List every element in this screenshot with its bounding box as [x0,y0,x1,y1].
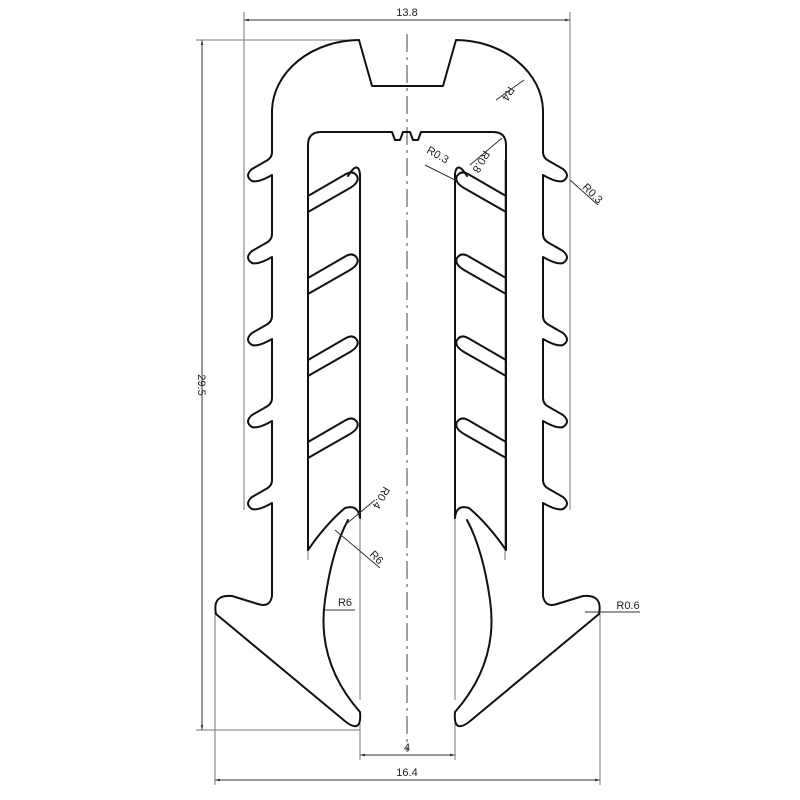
dim-leg-gap: 4 [404,742,410,754]
dimension-labels: 13.8 29.5 4 16.4 R4 R0.8 R0.3 R0.3 R0.4 … [195,7,640,779]
dim-leg-tip-radius: R0.4 [370,484,392,510]
dim-inner-rib-radius: R0.3 [424,144,450,166]
dim-top-width: 13.8 [396,7,417,19]
extension-lines [196,12,601,785]
dim-bottom-width: 16.4 [396,767,417,779]
dim-overall-height: 29.5 [195,374,207,395]
dowel-outline [214,39,601,728]
dim-barb-tip-radius: R0.6 [616,600,639,612]
dim-inner-corner-radius: R0.8 [470,148,492,174]
dimension-lines [200,18,640,782]
dim-leg-inner-arc-radius: R6 [367,549,385,567]
dim-outer-rib-radius: R0.3 [580,181,605,206]
dim-leg-outer-arc-radius: R6 [338,597,352,609]
